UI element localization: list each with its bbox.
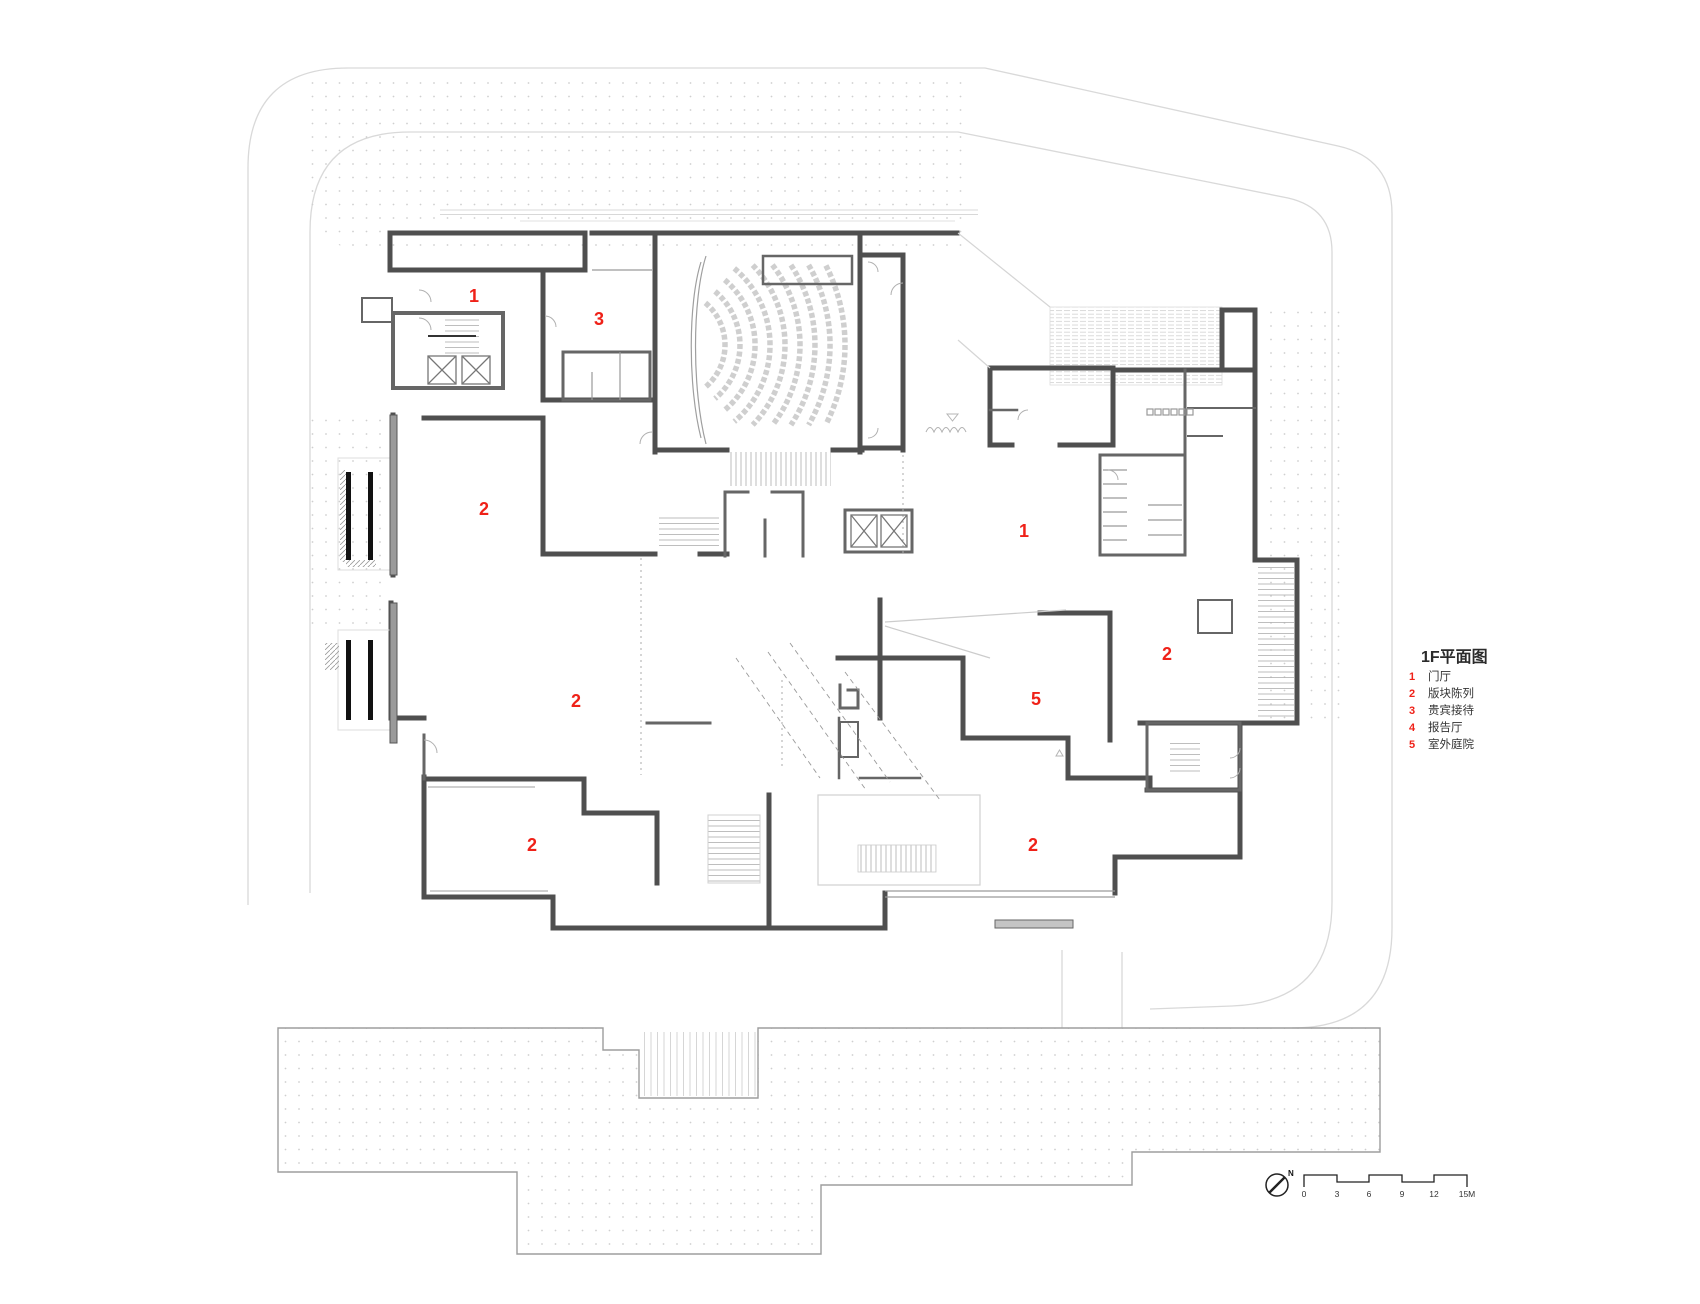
elevator-shafts <box>427 335 908 548</box>
room-label-2-se: 2 <box>1028 835 1038 855</box>
north-arrow-circle <box>1265 1173 1289 1197</box>
north-plaza <box>305 78 962 253</box>
legend-label-5: 室外庭院 <box>1428 737 1474 751</box>
scale-bar-shape <box>1303 1174 1468 1187</box>
legend-num-5: 5 <box>1409 739 1415 751</box>
legend-label-4: 报告厅 <box>1428 720 1463 734</box>
scale-tick-15: 15M <box>1459 1189 1476 1199</box>
dashed-ramp-lines <box>735 642 941 801</box>
legend-num-3: 3 <box>1409 705 1415 717</box>
building-walls-secondary <box>361 254 1256 792</box>
scale-tick-6: 6 <box>1367 1189 1372 1199</box>
room-label-1-lobby: 1 <box>1019 521 1029 541</box>
scale-tick-3: 3 <box>1335 1189 1340 1199</box>
scale-bar: 0 3 6 9 12 15M <box>1302 1174 1476 1199</box>
paved-plaza-areas <box>277 78 1381 1255</box>
room-label-2-east: 2 <box>1162 644 1172 664</box>
scale-tick-0: 0 <box>1302 1189 1307 1199</box>
expansion-joint-lines <box>640 455 904 775</box>
legend-num-4: 4 <box>1409 722 1416 734</box>
legend-num-2: 2 <box>1409 688 1415 700</box>
stair-treads <box>445 318 1294 884</box>
slope-markers <box>945 413 1064 757</box>
legend: 1F平面图 1 2 3 4 5 门厅 版块陈列 贵宾接待 报告厅 室外庭院 <box>1409 648 1488 751</box>
south-plaza <box>277 1027 1381 1255</box>
legend-label-1: 门厅 <box>1428 669 1451 683</box>
room-label-1-nw: 1 <box>469 286 479 306</box>
legend-label-2: 版块陈列 <box>1428 686 1474 700</box>
room-label-2-sw: 2 <box>527 835 537 855</box>
scale-tick-9: 9 <box>1400 1189 1405 1199</box>
auditorium-stage-edge <box>690 255 707 445</box>
north-arrow-label: N <box>1288 1169 1294 1178</box>
room-label-2-mid: 2 <box>571 691 581 711</box>
north-arrow-needle <box>1268 1176 1286 1194</box>
room-label-2-west: 2 <box>479 499 489 519</box>
north-arrow: N <box>1265 1169 1294 1197</box>
legend-label-3: 贵宾接待 <box>1428 703 1474 717</box>
scale-tick-12: 12 <box>1429 1189 1439 1199</box>
legend-title: 1F平面图 <box>1421 648 1488 666</box>
interior-detail-lines <box>428 232 1194 898</box>
room-label-5-courtyard: 5 <box>1031 689 1041 709</box>
landscape-walls <box>325 414 1074 929</box>
legend-num-1: 1 <box>1409 671 1415 683</box>
auditorium-seat-rows <box>703 263 848 427</box>
south-ramp <box>642 1032 756 1096</box>
room-label-3: 3 <box>594 309 604 329</box>
door-swing-arcs <box>418 261 1241 779</box>
room-number-labels: 1 3 2 1 2 2 5 2 2 <box>469 286 1172 855</box>
